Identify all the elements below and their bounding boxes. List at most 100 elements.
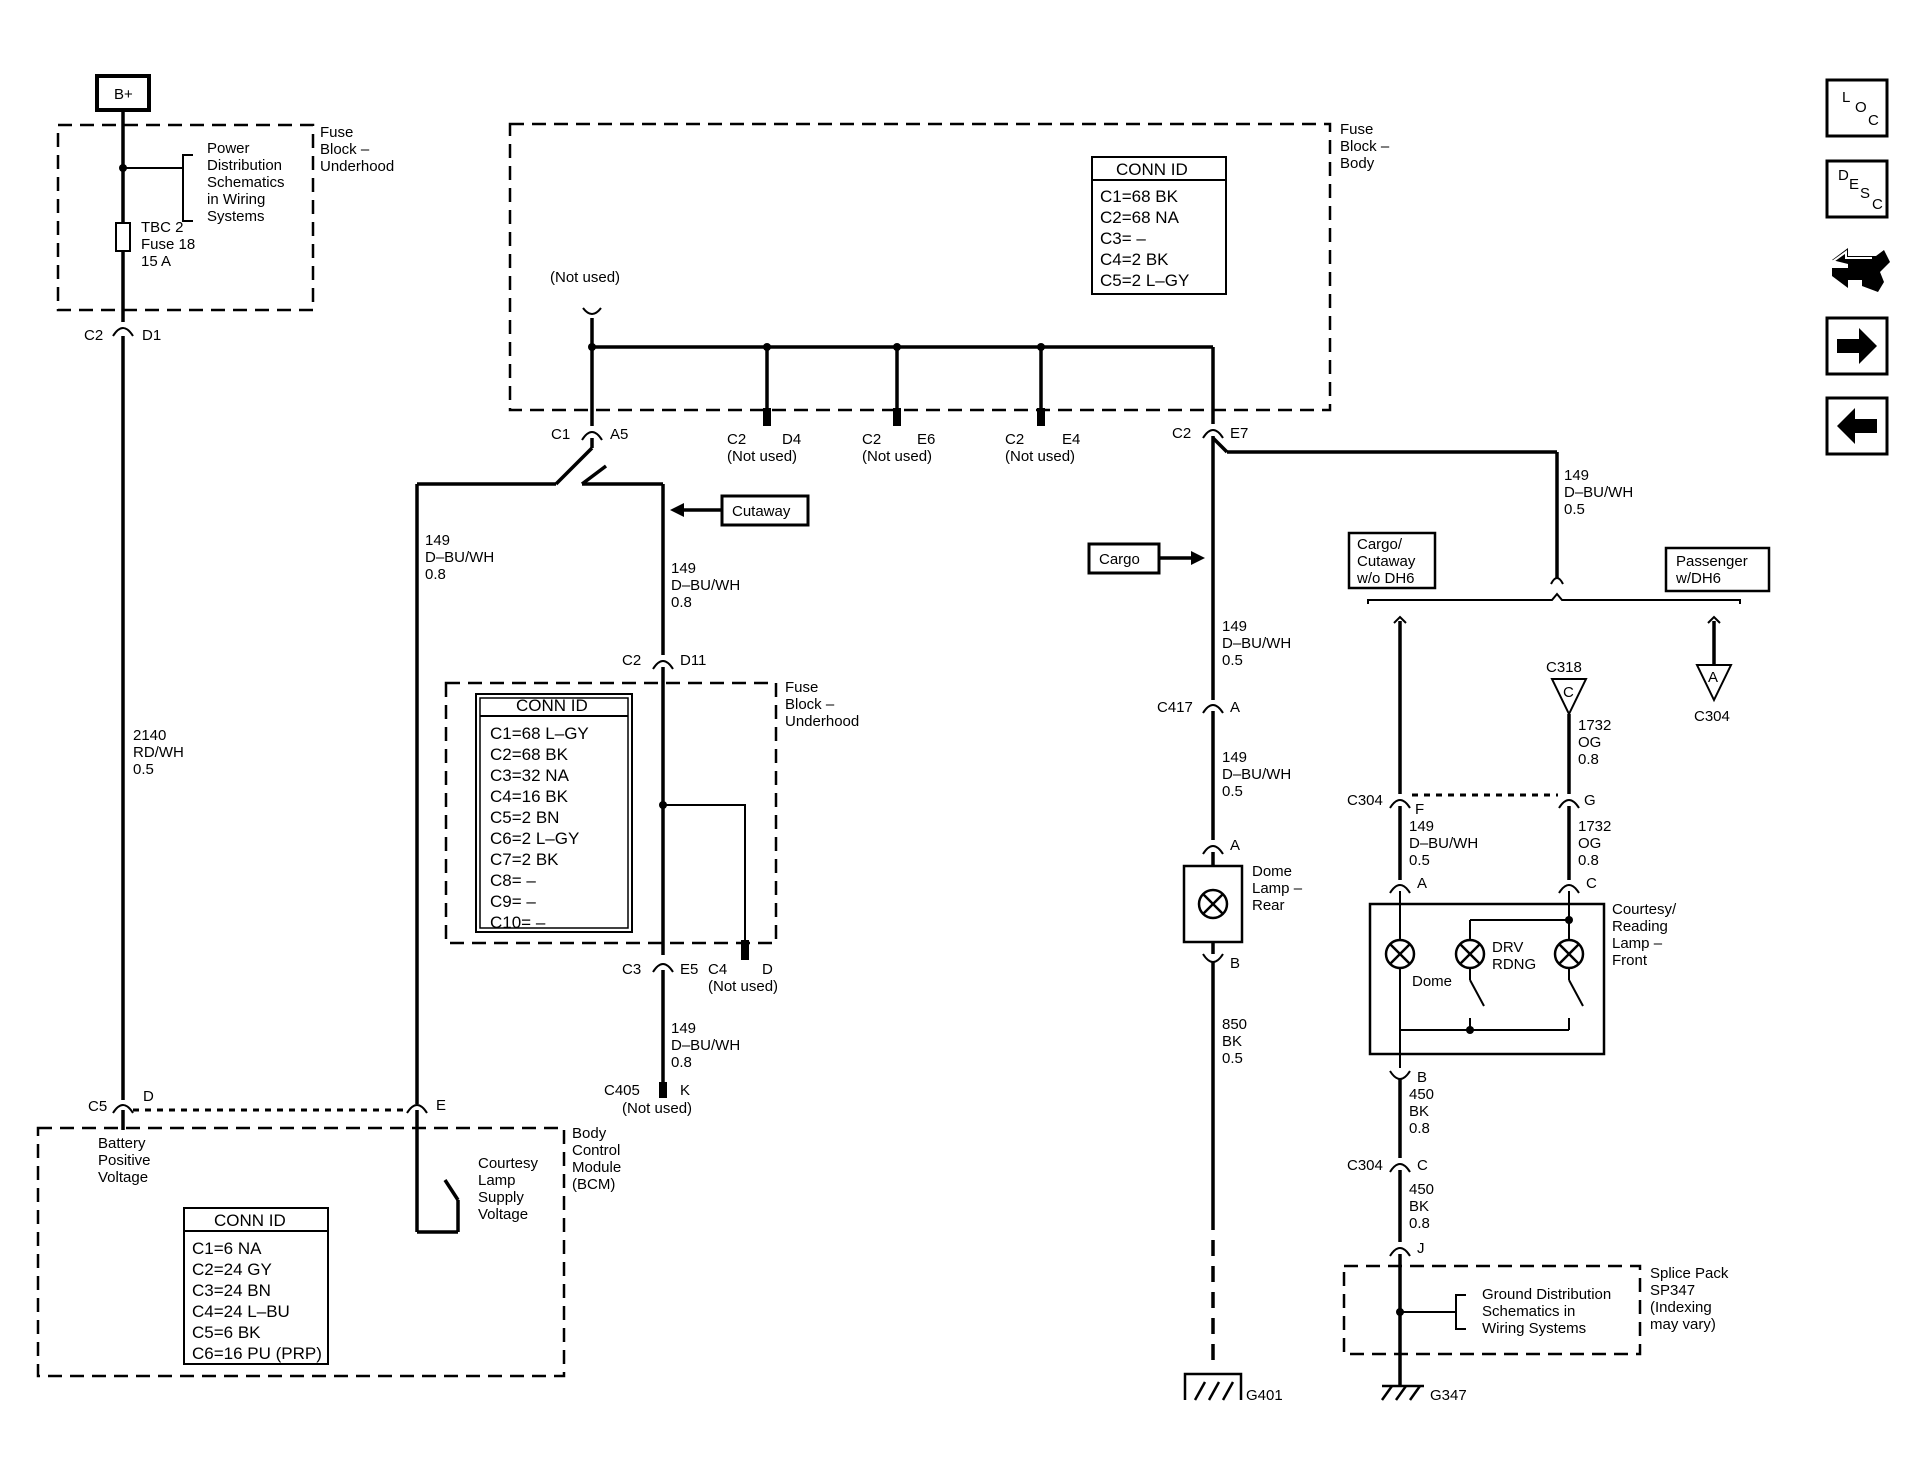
svg-text:Body: Body <box>572 1125 607 1142</box>
svg-text:Schematics in: Schematics in <box>1482 1303 1575 1320</box>
desc-button[interactable]: D E S C <box>1825 159 1889 219</box>
svg-text:C2: C2 <box>727 431 746 448</box>
svg-text:A: A <box>1230 699 1240 716</box>
dome-bulb-icon <box>1384 938 1416 970</box>
splice-pack-label: Splice Pack SP347 (Indexing may vary) <box>1650 1265 1729 1333</box>
conn-d1-label: D1 <box>142 327 161 344</box>
svg-text:D: D <box>1838 167 1849 184</box>
dome-lamp-rear <box>1182 864 1244 944</box>
svg-text:C2: C2 <box>1005 431 1024 448</box>
connector-c304-g-symbol <box>1558 799 1580 809</box>
svg-text:Distribution: Distribution <box>207 157 282 174</box>
svg-text:D–BU/WH: D–BU/WH <box>1564 484 1633 501</box>
svg-text:D11: D11 <box>680 652 706 669</box>
fuse-18-label: TBC 2 Fuse 18 15 A <box>141 219 195 270</box>
svg-text:Lamp –: Lamp – <box>1612 935 1663 952</box>
wire-2140-label: 2140 RD/WH 0.5 <box>133 727 184 778</box>
bplus-label: B+ <box>114 86 133 103</box>
previous-page-button[interactable] <box>1825 396 1889 456</box>
cargo-reference-arrow[interactable]: Cargo <box>1087 542 1205 575</box>
svg-text:D–BU/WH: D–BU/WH <box>425 549 494 566</box>
bcm-title: Body Control Module (BCM) <box>572 1125 621 1193</box>
svg-text:A: A <box>1708 669 1718 686</box>
svg-text:C6=16 PU (PRP): C6=16 PU (PRP) <box>192 1344 322 1363</box>
svg-text:Block –: Block – <box>320 141 370 158</box>
dome-lamp-rear-label: Dome Lamp – Rear <box>1252 863 1303 914</box>
c2-d4-not-used: C2 D4 (Not used) <box>727 431 801 465</box>
svg-text:C1: C1 <box>551 426 570 443</box>
option-cargo-cutaway: Cargo/ Cutaway w/o DH6 <box>1347 531 1437 590</box>
svg-text:C5=2 BN: C5=2 BN <box>490 808 559 827</box>
svg-text:C5=2 L–GY: C5=2 L–GY <box>1100 271 1189 290</box>
svg-text:Reading: Reading <box>1612 918 1668 935</box>
wire-149-center-a-label: 149 D–BU/WH 0.5 <box>1222 618 1291 669</box>
svg-text:(Not used): (Not used) <box>862 448 932 465</box>
fuse-block-body-title: Fuse Block – Body <box>1340 121 1390 172</box>
next-page-button[interactable] <box>1825 316 1889 376</box>
svg-text:J: J <box>1417 1240 1425 1257</box>
svg-text:C8= –: C8= – <box>490 871 536 890</box>
svg-text:D4: D4 <box>782 431 801 448</box>
conn-id-table-body: CONN ID C1=68 BK C2=68 NA C3= – C4=2 BK … <box>1091 156 1227 295</box>
svg-text:C3=24 BN: C3=24 BN <box>192 1281 271 1300</box>
svg-text:149: 149 <box>1564 467 1589 484</box>
cargo-label: Cargo <box>1099 551 1140 568</box>
fuse-block-body <box>508 122 1332 412</box>
svg-text:0.5: 0.5 <box>1222 1050 1243 1067</box>
svg-text:0.5: 0.5 <box>1222 652 1243 669</box>
drv-reading-bulb-icon <box>1454 938 1486 970</box>
svg-text:C: C <box>1563 684 1574 701</box>
svg-text:B: B <box>1230 955 1240 972</box>
svg-text:D: D <box>143 1088 154 1105</box>
connector-c417-symbol <box>1202 704 1224 714</box>
svg-text:BK: BK <box>1409 1198 1429 1215</box>
svg-text:Voltage: Voltage <box>478 1206 528 1223</box>
c318-pin-c-triangle: C <box>1550 678 1588 717</box>
connector-c2-e7-symbol <box>1202 429 1224 439</box>
svg-text:D: D <box>762 961 773 978</box>
svg-text:0.8: 0.8 <box>1409 1120 1430 1137</box>
conn-c2-label: C2 <box>84 327 103 344</box>
svg-text:Fuse: Fuse <box>785 679 818 696</box>
svg-text:E: E <box>436 1097 446 1114</box>
svg-text:Power: Power <box>207 140 250 157</box>
svg-text:Dome: Dome <box>1252 863 1292 880</box>
cutaway-reference-arrow[interactable]: Cutaway <box>670 494 810 527</box>
wire-450-b-label: 450 BK 0.8 <box>1409 1181 1434 1232</box>
connector-c2-d1-symbol <box>112 327 134 337</box>
svg-text:OG: OG <box>1578 734 1601 751</box>
svg-text:Cutaway: Cutaway <box>1357 553 1416 570</box>
connector-c304-c-symbol <box>1389 1163 1411 1173</box>
loc-button[interactable]: L O C <box>1825 78 1889 138</box>
g401-label: G401 <box>1246 1387 1283 1404</box>
svg-text:Fuse: Fuse <box>320 124 353 141</box>
svg-text:C2=24 GY: C2=24 GY <box>192 1260 272 1279</box>
svg-text:C: C <box>1872 196 1883 213</box>
svg-text:C1=68 BK: C1=68 BK <box>1100 187 1179 206</box>
c405-not-used: C405 K (Not used) <box>604 1082 692 1117</box>
svg-text:0.5: 0.5 <box>1222 783 1243 800</box>
svg-text:0.8: 0.8 <box>425 566 446 583</box>
svg-text:S: S <box>1860 185 1870 202</box>
svg-text:C304: C304 <box>1347 1157 1383 1174</box>
svg-text:0.8: 0.8 <box>1578 852 1599 869</box>
pass-reading-bulb-icon <box>1553 938 1585 970</box>
svg-text:A: A <box>1417 875 1427 892</box>
svg-text:Cargo/: Cargo/ <box>1357 536 1403 553</box>
svg-text:Control: Control <box>572 1142 620 1159</box>
svg-text:C7=2 BK: C7=2 BK <box>490 850 559 869</box>
svg-text:(Not used): (Not used) <box>622 1100 692 1117</box>
svg-text:C: C <box>1586 875 1597 892</box>
svg-text:C10= –: C10= – <box>490 913 546 932</box>
wire-1732-b-label: 1732 OG 0.8 <box>1578 818 1611 869</box>
svg-text:(Indexing: (Indexing <box>1650 1299 1712 1316</box>
wire-850-label: 850 BK 0.5 <box>1222 1016 1247 1067</box>
option-passenger: Passenger w/DH6 <box>1664 546 1771 593</box>
svg-text:E: E <box>1849 176 1859 193</box>
connector-tool-button[interactable] <box>1831 248 1890 292</box>
svg-text:149: 149 <box>1409 818 1434 835</box>
svg-text:850: 850 <box>1222 1016 1247 1033</box>
c304-label: C304 <box>1694 708 1730 725</box>
connector-c304-f-symbol <box>1389 799 1411 809</box>
